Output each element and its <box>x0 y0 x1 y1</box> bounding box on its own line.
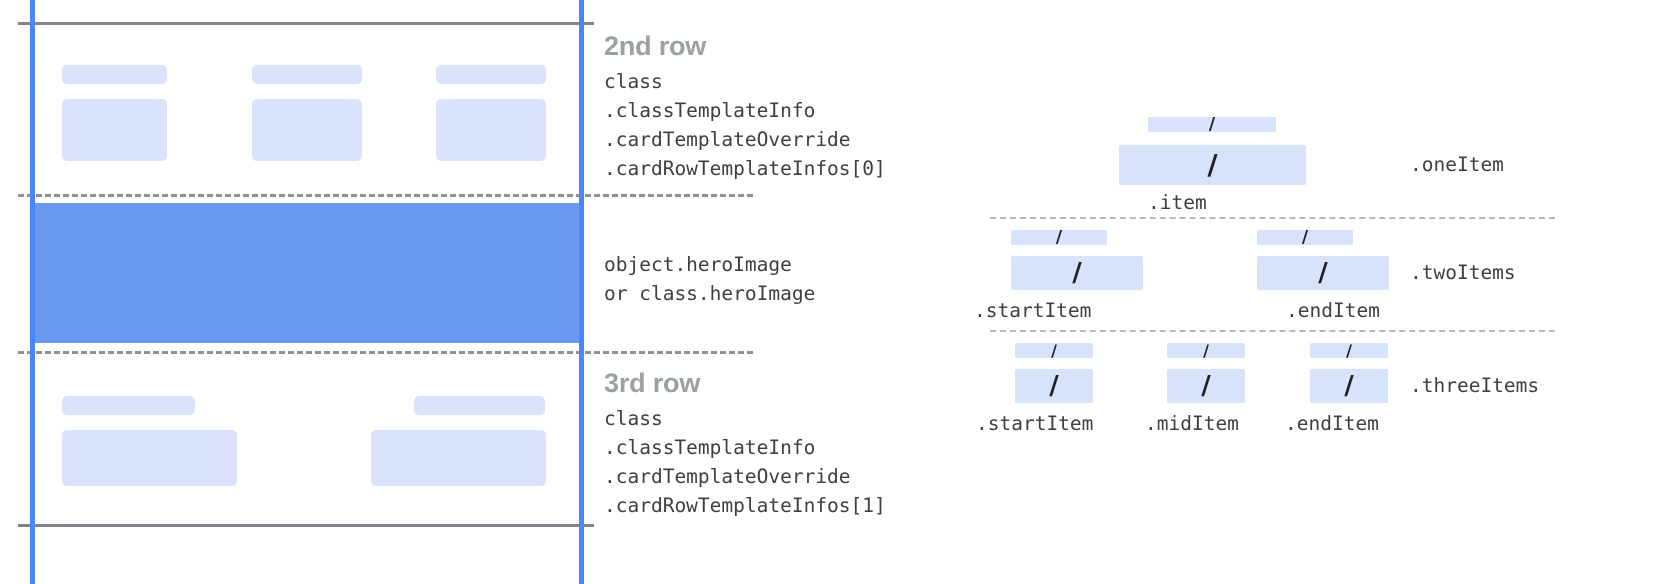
three-items-end-main-bar: / <box>1310 369 1388 403</box>
card-top-rule <box>18 22 594 25</box>
skeleton-label-2nd-col2 <box>252 65 362 84</box>
one-item-top-bar: / <box>1148 114 1276 134</box>
skeleton-label-3rd-col1 <box>62 396 195 415</box>
slash-icon: / <box>1301 227 1309 247</box>
three-items-start-top-bar: / <box>1015 340 1093 360</box>
slash-icon: / <box>1072 258 1082 288</box>
slash-icon: / <box>1049 371 1059 401</box>
one-item-main-bar: / <box>1119 145 1306 185</box>
slash-icon: / <box>1051 340 1057 360</box>
skeleton-label-2nd-col3 <box>436 65 546 84</box>
three-items-group-label: .threeItems <box>1410 374 1540 397</box>
slash-icon: / <box>1203 340 1209 360</box>
slash-icon: / <box>1055 227 1063 247</box>
slash-icon: / <box>1346 340 1352 360</box>
second-row-heading: 2nd row <box>604 31 707 61</box>
two-items-end-main-bar: / <box>1257 256 1389 290</box>
three-items-mid-top-bar: / <box>1167 340 1245 360</box>
two-items-start-top-bar: / <box>1011 227 1107 247</box>
card-row-schematic <box>0 0 753 584</box>
slash-icon: / <box>1318 258 1328 288</box>
skeleton-body-2nd-col2 <box>252 99 362 161</box>
item-layout-diagrams: / / .item .oneItem / / .startItem / / .e… <box>960 0 1676 584</box>
annotation-third-row: 3rd row class .classTemplateInfo .cardTe… <box>604 370 886 520</box>
divider-two-three <box>990 330 1555 332</box>
row-divider-upper <box>18 194 753 197</box>
skeleton-label-3rd-col2 <box>414 396 545 415</box>
skeleton-label-2nd-col1 <box>62 65 167 84</box>
two-items-start-main-bar: / <box>1011 256 1143 290</box>
three-items-label-1: .midItem <box>1145 412 1239 435</box>
hero-row-code: object.heroImage or class.heroImage <box>604 253 816 305</box>
card-left-guide <box>30 0 35 584</box>
skeleton-body-3rd-col2 <box>371 430 546 486</box>
three-items-start-main-bar: / <box>1015 369 1093 403</box>
hero-image-band <box>33 203 583 343</box>
card-bottom-rule <box>18 524 594 527</box>
skeleton-body-2nd-col3 <box>436 99 546 161</box>
two-items-end-top-bar: / <box>1257 227 1353 247</box>
one-item-label-0: .item <box>1148 191 1207 214</box>
third-row-heading: 3rd row <box>604 368 701 398</box>
third-row-code: class .classTemplateInfo .cardTemplateOv… <box>604 407 886 517</box>
card-right-guide <box>579 0 584 584</box>
divider-one-two <box>990 217 1555 219</box>
two-items-group-label: .twoItems <box>1410 261 1516 284</box>
two-items-label-1: .endItem <box>1286 299 1380 322</box>
annotation-second-row: 2nd row class .classTemplateInfo .cardTe… <box>604 33 886 183</box>
slash-icon: / <box>1207 148 1218 181</box>
second-row-code: class .classTemplateInfo .cardTemplateOv… <box>604 70 886 180</box>
skeleton-body-2nd-col1 <box>62 99 167 161</box>
two-items-label-0: .startItem <box>974 299 1092 322</box>
three-items-label-2: .endItem <box>1285 412 1379 435</box>
row-divider-lower <box>18 351 753 354</box>
annotation-hero-row: object.heroImage or class.heroImage <box>604 250 815 308</box>
three-items-mid-main-bar: / <box>1167 369 1245 403</box>
slash-icon: / <box>1208 114 1216 134</box>
three-items-end-top-bar: / <box>1310 340 1388 360</box>
three-items-label-0: .startItem <box>976 412 1094 435</box>
slash-icon: / <box>1344 371 1354 401</box>
slash-icon: / <box>1201 371 1211 401</box>
skeleton-body-3rd-col1 <box>62 430 237 486</box>
one-item-group-label: .oneItem <box>1410 153 1504 176</box>
